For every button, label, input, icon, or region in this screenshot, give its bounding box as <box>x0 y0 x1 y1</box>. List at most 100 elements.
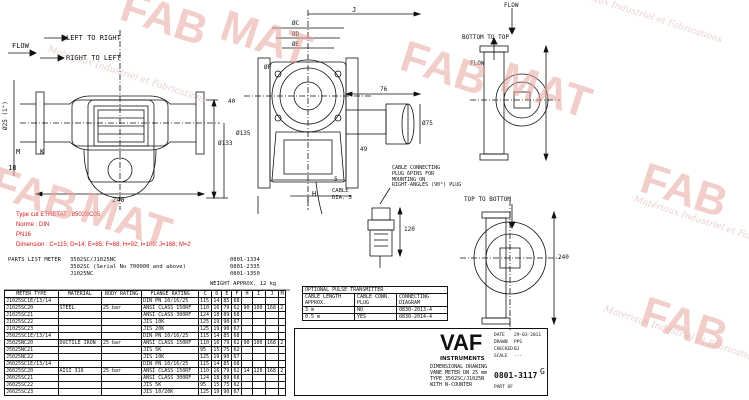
pulse-cell: NO <box>353 306 397 314</box>
desc-line-1: DIMENSIONAL DRAWING <box>430 364 488 370</box>
table-cell: 100 <box>251 304 266 312</box>
pulse-header: CABLE LENGTH APPROX. <box>302 293 355 307</box>
table-cell: 124 <box>198 311 213 319</box>
instruments-label: INSTRUMENTS <box>440 356 485 362</box>
table-cell: DIN PN 10/16/25 <box>141 297 200 305</box>
table-cell: JIS 10K <box>141 318 200 326</box>
col-header: I <box>251 290 266 298</box>
right-to-left-label: RIGHT TO LEFT <box>66 54 121 62</box>
table-cell: 19 <box>211 325 223 333</box>
pulse-header: CONNECTING DIAGRAM <box>395 293 449 307</box>
table-cell: 90 <box>241 304 253 312</box>
table-cell: 68 <box>231 360 243 368</box>
flow-label-top-right: FLOW <box>504 2 519 9</box>
table-cell <box>57 360 103 368</box>
table-cell: ANSI CLASS 300RF <box>141 374 200 382</box>
table-cell: 89 <box>221 311 233 319</box>
table-cell <box>278 374 286 382</box>
col-header: E <box>221 290 233 298</box>
table-cell <box>100 346 143 354</box>
table-cell <box>100 381 143 389</box>
col-header: H <box>241 290 253 298</box>
table-cell <box>57 311 103 319</box>
pulse-header: CABLE CONN. PLUG <box>353 293 397 307</box>
table-cell <box>278 353 286 361</box>
table-cell: 115 <box>198 360 213 368</box>
table-cell: 19 <box>211 353 223 361</box>
parts-line-1-no: 0801-1334 <box>230 257 260 263</box>
table-cell <box>264 297 280 305</box>
desc-line-4: WITH N-COUNTER <box>430 382 473 388</box>
pulse-transmitter-table: OPTIONAL PULSE TRANSMITTER CABLE LENGTH … <box>302 286 449 321</box>
table-cell: 168 <box>264 367 280 375</box>
table-cell <box>241 353 253 361</box>
table-cell: 89 <box>221 374 233 382</box>
table-cell: 90 <box>221 353 233 361</box>
desc-line-3: TYPE 3502SC/J1025N <box>430 376 485 382</box>
dim-df: ØF <box>264 64 272 71</box>
table-cell: ANSI CLASS 150RF <box>141 367 200 375</box>
table-cell <box>278 318 286 326</box>
table-cell: 62 <box>231 346 243 354</box>
table-cell <box>251 311 266 319</box>
table-cell: 18 <box>211 311 223 319</box>
table-cell <box>57 353 103 361</box>
table-cell <box>251 353 266 361</box>
table-cell <box>100 311 143 319</box>
table-cell: 14 <box>211 332 223 340</box>
col-header: FLANGE RATING <box>141 290 200 298</box>
table-cell: JIS 5K <box>141 346 200 354</box>
drawing-number: 0801-3117 <box>494 371 538 380</box>
table-cell <box>100 325 143 333</box>
table-cell: 110 <box>198 367 213 375</box>
dim-k: K <box>40 148 45 156</box>
table-cell: J5025NC22 <box>4 353 59 361</box>
table-cell: 115 <box>198 332 213 340</box>
vaf-logo: VAF <box>440 330 483 355</box>
table-cell <box>241 346 253 354</box>
table-cell <box>241 332 253 340</box>
table-cell: J6025SC23 <box>4 388 59 396</box>
table-cell: DIN PN 10/16/25 <box>141 332 200 340</box>
dim-49: 49 <box>360 146 368 153</box>
table-cell: 2 <box>278 304 286 312</box>
table-header-row: METER TYPE MATERIAL BODY RATING FLANGE R… <box>4 290 286 298</box>
pn-line: PN16 <box>16 232 32 238</box>
table-cell: JIS 10K <box>141 353 200 361</box>
parts-line-3-type: J1025NC <box>70 271 94 277</box>
dim-40: 40 <box>228 98 236 105</box>
table-cell <box>264 325 280 333</box>
date-label: DATE <box>494 333 505 338</box>
table-cell: ANSI CLASS 150RF <box>141 339 200 347</box>
table-cell <box>241 297 253 305</box>
dim-18: 18 <box>8 164 17 172</box>
checked-label: CHECKED <box>494 347 513 352</box>
dim-de: ØE <box>292 41 300 48</box>
pulse-cell: 3 m <box>302 306 355 314</box>
dim-dc: ØC <box>292 20 300 27</box>
table-cell <box>264 388 280 396</box>
table-cell: STEEL <box>57 304 103 312</box>
table-cell <box>241 325 253 333</box>
table-cell: 90 <box>221 318 233 326</box>
table-cell: J1025SC20 <box>4 304 59 312</box>
table-cell: J1025SC21 <box>4 311 59 319</box>
date-value: 29-03-2011 <box>514 333 542 338</box>
table-cell: 25 bar <box>100 367 143 375</box>
checked-value: BJ <box>514 347 520 352</box>
dim-240-side: 240 <box>558 254 569 261</box>
table-cell <box>57 374 103 382</box>
table-cell: 16 <box>211 339 223 347</box>
table-cell <box>278 332 286 340</box>
table-cell: 25 bar <box>100 339 143 347</box>
table-cell <box>251 360 266 368</box>
table-cell: 68 <box>231 374 243 382</box>
bottom-to-top-label: BOTTOM TO TOP <box>462 34 509 41</box>
